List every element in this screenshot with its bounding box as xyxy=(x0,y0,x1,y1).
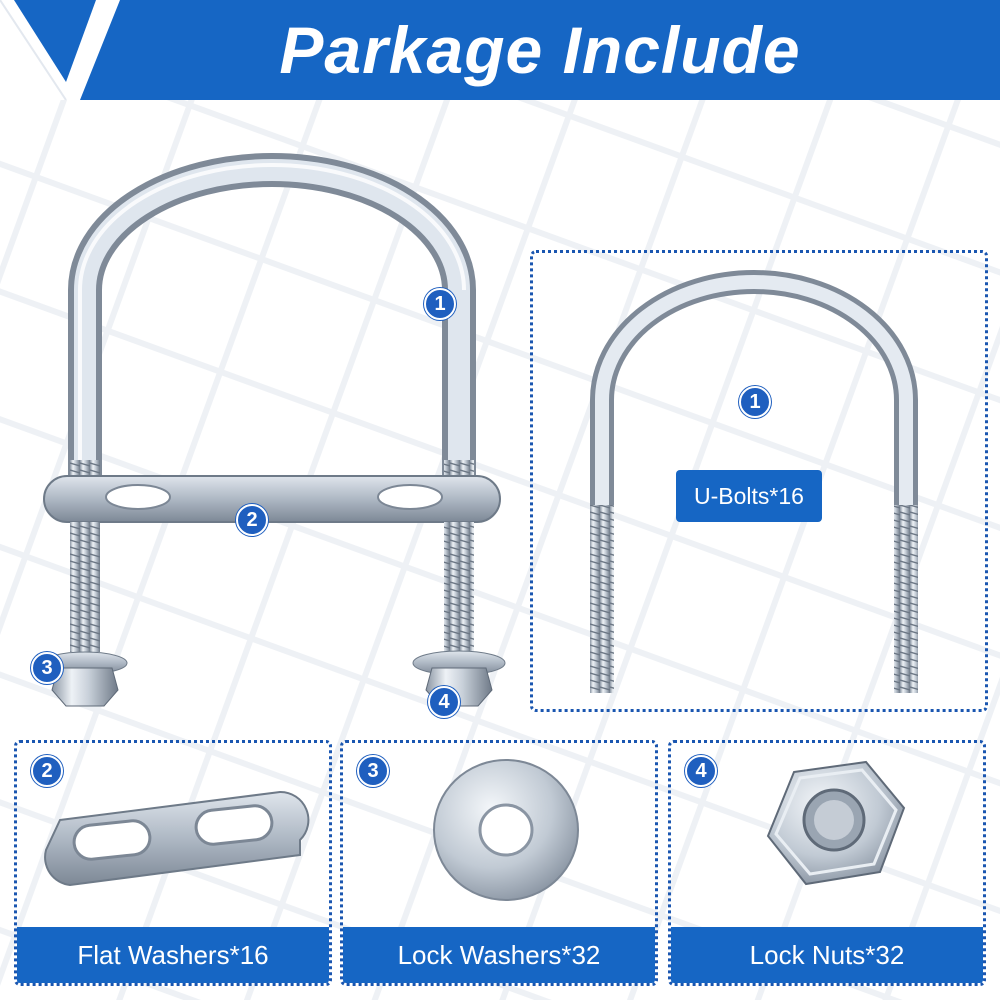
banner-shape xyxy=(0,0,1000,100)
assembled-u-bolt xyxy=(68,153,476,500)
assembly-badge-4: 4 xyxy=(428,686,460,718)
assembly-badge-1: 1 xyxy=(424,288,456,320)
u-bolt-panel xyxy=(530,250,988,712)
assembly-badge-3: 3 xyxy=(31,652,63,684)
header-banner: Parkage Include xyxy=(0,0,1000,100)
left-thread xyxy=(70,522,100,652)
part-panel-flat-washers: Flat Washers*16 xyxy=(14,740,332,986)
right-thread xyxy=(444,522,474,652)
part-label: Flat Washers*16 xyxy=(17,927,329,983)
u-bolt-badge: 1 xyxy=(739,386,771,418)
page-title: Parkage Include xyxy=(279,13,801,87)
part-badge: 4 xyxy=(685,755,717,787)
part-label: Lock Nuts*32 xyxy=(671,927,983,983)
assembly-badge-2: 2 xyxy=(236,504,268,536)
part-panel-lock-washers: Lock Washers*32 xyxy=(340,740,658,986)
flat-plate-icon xyxy=(44,790,310,887)
left-washer-nut xyxy=(42,651,128,707)
washer-icon xyxy=(433,759,579,901)
u-bolt-label: U-Bolts*16 xyxy=(676,470,822,522)
u-bolt xyxy=(590,270,918,693)
hex-nut-icon xyxy=(766,760,906,886)
part-panel-lock-nuts: Lock Nuts*32 xyxy=(668,740,986,986)
part-label: Lock Washers*32 xyxy=(343,927,655,983)
part-badge: 3 xyxy=(357,755,389,787)
assembled-plate xyxy=(43,475,501,523)
part-badge: 2 xyxy=(31,755,63,787)
